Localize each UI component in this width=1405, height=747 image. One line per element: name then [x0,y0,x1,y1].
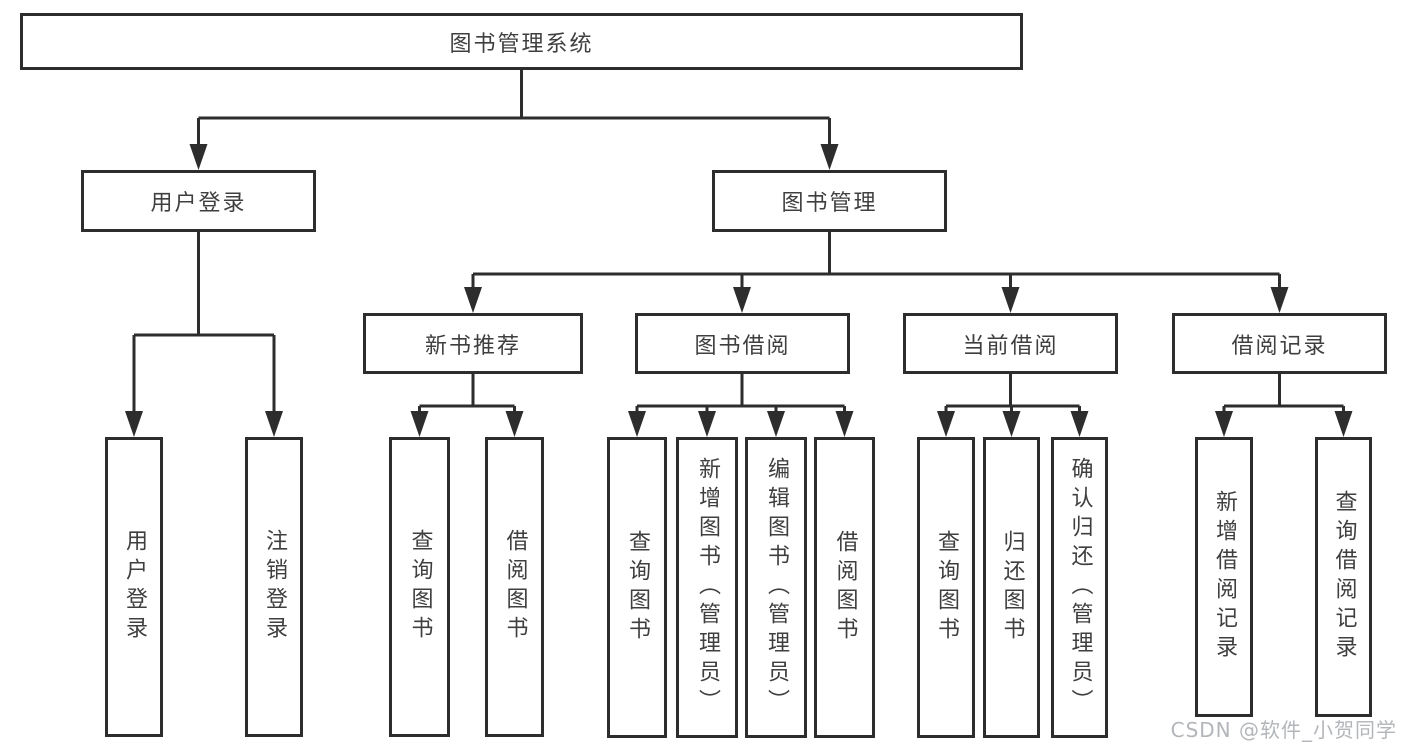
arrowhead-down-icon [410,411,429,437]
node-leaf-cb-confirm-return: 确认归还（管理员） [1051,437,1108,738]
node-leaf-bb-edit-book: 编辑图书（管理员） [745,437,807,738]
node-root: 图书管理系统 [20,13,1023,70]
node-user-login: 用户登录 [81,170,316,232]
node-borrow-records: 借阅记录 [1172,313,1387,374]
arrowhead-down-icon [767,411,785,437]
arrowhead-down-icon [698,411,716,437]
arrowhead-down-icon [1270,287,1289,313]
node-label: 图书管理 [781,191,878,216]
arrowhead-down-icon [189,144,208,170]
node-leaf-nb-borrow-book: 借阅图书 [485,437,544,737]
node-label: 图书借阅 [694,333,791,359]
node-label: 借阅记录 [1231,333,1328,359]
node-label: 查询图书 [625,529,650,646]
arrowhead-down-icon [733,287,751,313]
node-label: 查询借阅记录 [1331,490,1357,664]
node-label: 归还图书 [999,529,1025,646]
node-leaf-cb-search-book: 查询图书 [917,437,975,738]
node-label: 新书推荐 [424,333,521,359]
arrowhead-down-icon [505,411,524,437]
node-leaf-bb-borrow-book: 借阅图书 [814,437,875,738]
node-leaf-user-login: 用户登录 [105,437,163,737]
arrowhead-down-icon [1070,411,1089,437]
node-leaf-bb-add-book: 新增图书（管理员） [676,437,738,738]
arrowhead-down-icon [1215,411,1233,437]
node-current-borrow: 当前借阅 [903,313,1118,374]
node-label: 编辑图书（管理员） [764,457,789,718]
node-leaf-br-search-record: 查询借阅记录 [1315,437,1372,717]
node-leaf-br-add-record: 新增借阅记录 [1195,437,1253,717]
node-label: 借阅图书 [832,529,858,646]
node-leaf-nb-search-book: 查询图书 [389,437,450,737]
arrowhead-down-icon [125,411,143,437]
node-book-management: 图书管理 [712,170,947,232]
node-label: 确认归还（管理员） [1067,457,1093,718]
arrowhead-down-icon [628,411,646,437]
node-label: 用户登录 [150,191,247,216]
node-label: 查询图书 [934,529,959,646]
arrowhead-down-icon [1001,287,1020,313]
arrowhead-down-icon [820,144,839,170]
node-label: 新增图书（管理员） [695,457,720,718]
arrowhead-down-icon [464,287,482,313]
node-label: 注销登录 [262,529,287,645]
arrowhead-down-icon [1002,411,1021,437]
node-leaf-cb-return-book: 归还图书 [983,437,1040,738]
node-label: 用户登录 [122,529,147,645]
watermark-text: CSDN @软件_小贺同学 [1170,718,1397,742]
node-book-borrow: 图书借阅 [635,313,850,374]
arrowhead-down-icon [265,411,283,437]
arrowhead-down-icon [937,411,955,437]
arrowhead-down-icon [835,411,854,437]
node-leaf-logout-login: 注销登录 [245,437,303,737]
node-leaf-bb-search-book: 查询图书 [607,437,667,738]
node-label: 图书管理系统 [449,31,594,57]
node-label: 查询图书 [407,529,433,645]
node-label: 当前借阅 [962,333,1059,359]
node-label: 新增借阅记录 [1212,490,1237,664]
node-label: 借阅图书 [502,529,528,645]
arrowhead-down-icon [1334,411,1353,437]
node-new-book-recommend: 新书推荐 [363,313,583,374]
